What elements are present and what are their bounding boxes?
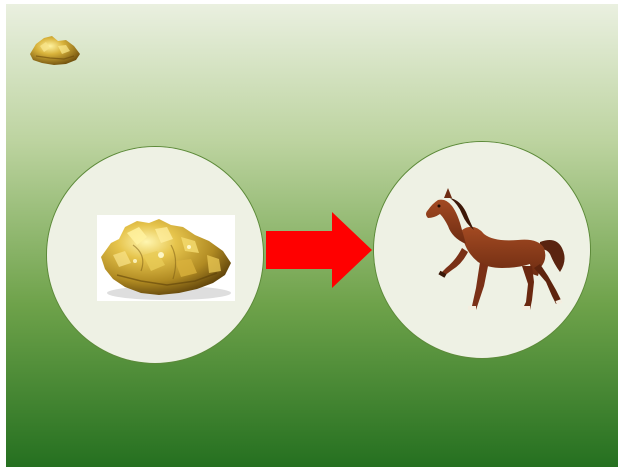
right-arrow-icon — [266, 212, 372, 288]
gold-nugget-image — [97, 215, 235, 301]
horse-circle — [373, 141, 591, 359]
horse-icon — [422, 184, 572, 319]
gold-circle — [46, 146, 264, 364]
gold-nugget-icon — [26, 32, 82, 68]
gold-nugget-icon — [97, 215, 235, 301]
slide — [6, 4, 618, 467]
